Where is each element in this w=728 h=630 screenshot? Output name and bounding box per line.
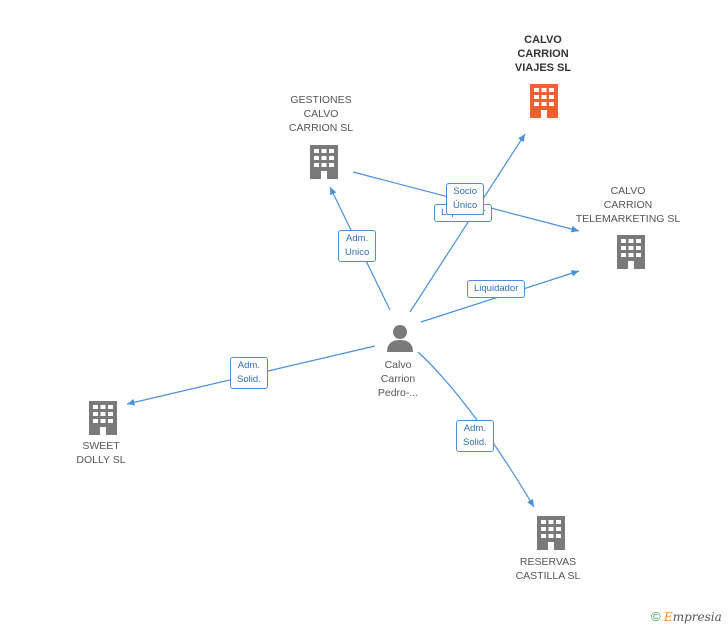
edge-label-adm-solid-reservas: Adm. Solid. [456,420,494,452]
empresia-watermark: © Empresia [651,609,722,624]
node-label-calvo-carrion-viajes[interactable]: CALVO CARRION VIAJES SL [514,34,572,74]
building-icon-reservas [537,516,565,550]
brand-logo: Empresia [663,610,722,624]
person-icon [387,325,413,352]
node-label-reservas[interactable]: RESERVAS CASTILLA SL [515,556,581,582]
edge-label-socio-unico: Socio Único [446,183,485,215]
building-icon-telemarketing [617,235,645,269]
node-label-sweet-dolly[interactable]: SWEET DOLLY SL [76,440,126,466]
edge-label-liquidador: Liquidador [467,280,526,298]
node-label-gestiones[interactable]: GESTIONES CALVO CARRION SL [288,94,354,134]
node-label-telemarketing[interactable]: CALVO CARRION TELEMARKETING SL [575,185,681,225]
edge-to-reservas [417,351,535,508]
edge-label-adm-unico: Adm. Unico [338,230,377,262]
node-label-person[interactable]: Calvo Carrion Pedro-... [377,359,419,399]
edge-label-adm-solid-sweet-dolly: Adm. Solid. [230,357,268,389]
edges [126,133,580,508]
building-icon-gestiones [310,145,338,179]
copyright-symbol: © [651,609,661,624]
edge-to-calvo-carrion-viajes [409,133,526,313]
building-icon-calvo-viajes [530,84,558,118]
building-icon-sweet-dolly [89,401,117,435]
